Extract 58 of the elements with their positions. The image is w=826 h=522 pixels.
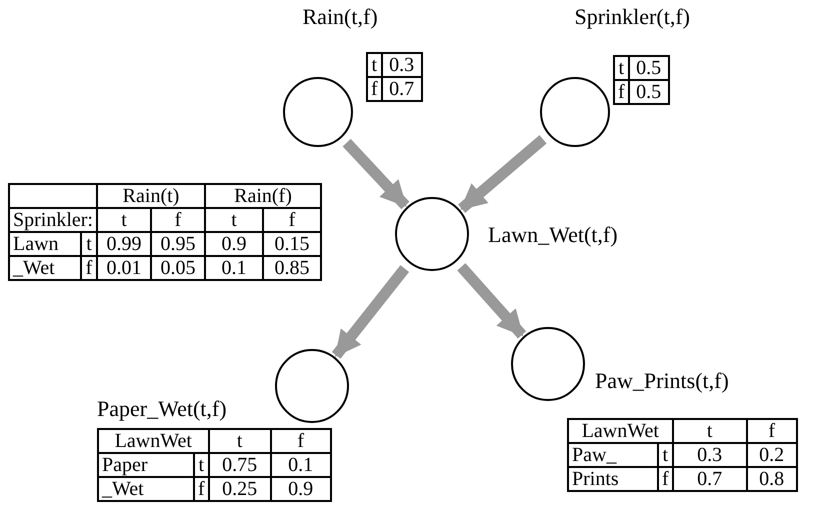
probability-value: 0.3 [389,54,414,76]
column-header: Rain(f) [234,185,292,207]
probability-value: 0.8 [759,468,784,490]
probability-value: 0.95 [160,233,196,255]
row-header: _Wet [102,478,144,500]
state-label: t [618,57,624,79]
probability-value: 0.2 [759,444,784,466]
probability-value: 0.3 [697,444,722,466]
probability-value: 0.85 [274,257,310,279]
node-label: Sprinkler(t,f) [574,4,690,30]
row-header: Lawn [13,233,59,255]
state-label: f [371,78,378,100]
arrow [458,135,547,213]
column-header: Rain(t) [122,185,180,207]
column-header: LawnWet [114,430,192,452]
state-label: t [86,233,92,255]
node-label: Paper_Wet(t,f) [97,396,227,422]
row-header: Paw_ [572,444,616,466]
state-label: t [372,54,378,76]
probability-value: 0.99 [106,233,142,255]
state-label: f [198,478,205,500]
probability-value: 0.7 [697,468,722,490]
state-label: t [706,420,712,442]
state-label: f [618,81,625,103]
probability-value: 0.1 [222,257,246,279]
state-label: t [231,209,237,231]
state-label: f [662,468,669,490]
probability-value: 0.1 [288,454,314,476]
probability-value: 0.05 [160,257,196,279]
state-label: t [121,209,127,231]
state-label: f [86,257,92,279]
state-label: t [198,454,204,476]
state-label: f [297,430,304,452]
probability-value: 0.9 [222,233,246,255]
probability-value: 0.01 [106,257,142,279]
arrow [332,265,410,359]
state-label: f [174,209,182,231]
probability-value: 0.9 [288,478,314,500]
row-header: Prints [572,468,619,490]
row-header: Sprinkler: [13,209,93,231]
state-label: f [288,209,296,231]
arrow [342,138,410,210]
state-label: t [662,444,668,466]
arrow [457,263,526,339]
probability-value: 0.75 [222,454,258,476]
node-label: Paw_Prints(t,f) [595,368,729,394]
row-header: _Wet [13,257,55,279]
probability-value: 0.25 [222,478,258,500]
probability-value: 0.7 [389,78,414,100]
column-header: LawnWet [582,420,659,442]
state-label: f [768,420,775,442]
row-header: Paper [102,454,148,476]
probability-value: 0.15 [274,233,310,255]
state-label: t [236,430,242,452]
node-label: Rain(t,f) [302,4,378,30]
probability-value: 0.5 [636,57,662,79]
node-label: Lawn_Wet(t,f) [488,222,618,248]
probability-value: 0.5 [636,81,662,103]
